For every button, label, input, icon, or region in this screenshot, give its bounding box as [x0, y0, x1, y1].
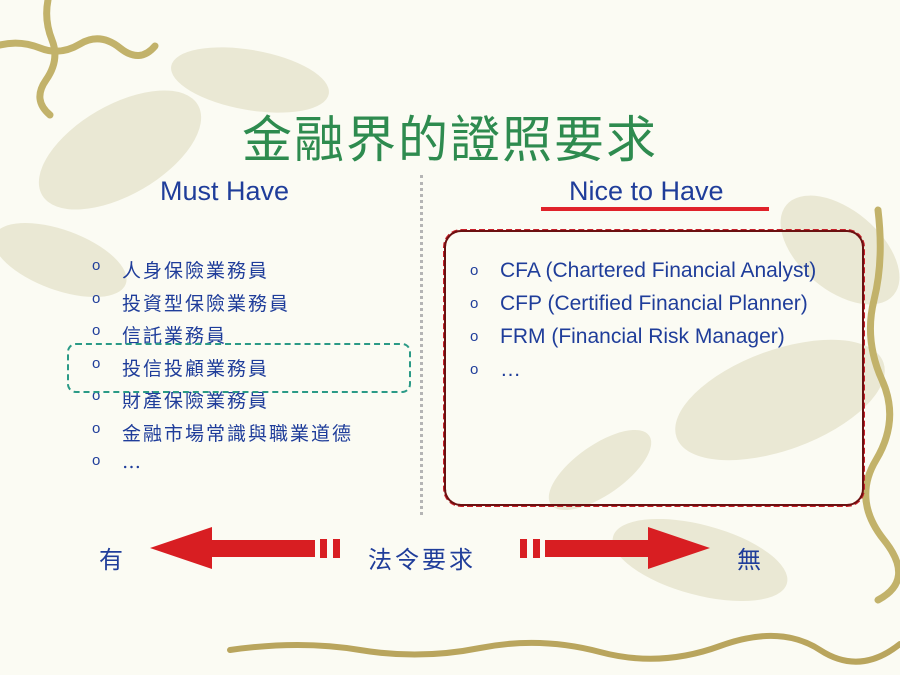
must-have-list: o 人身保險業務員 o 投資型保險業務員 o 信託業務員 o 投信投顧業務員 o 財產保險…	[92, 256, 353, 484]
list-item: o 人身保險業務員	[92, 256, 353, 289]
list-item-text: …	[500, 358, 521, 381]
bullet-icon: o	[92, 322, 103, 339]
list-item: o…	[470, 358, 816, 391]
bullet-icon: o	[470, 328, 479, 345]
bullet-icon: o	[470, 361, 479, 378]
list-item-text: FRM (Financial Risk Manager)	[500, 325, 785, 348]
column-divider	[420, 175, 423, 515]
highlight-box	[67, 343, 411, 393]
list-item: o FRM (Financial Risk Manager)	[470, 325, 816, 358]
bullet-icon: o	[92, 387, 103, 404]
list-item: o…	[92, 451, 353, 484]
list-item-text: 人身保險業務員	[122, 260, 270, 282]
list-item-text: 金融市場常識與職業道德	[122, 422, 354, 445]
list-item: o CFP (Certified Financial Planner)	[470, 292, 816, 325]
list-item-text: …	[122, 451, 143, 473]
list-item: o CFA (Chartered Financial Analyst)	[470, 259, 816, 292]
bullet-icon: o	[92, 289, 103, 307]
list-item-text: CFA (Chartered Financial Analyst)	[500, 259, 817, 282]
nice-to-have-box	[443, 229, 865, 507]
list-item-text: 投資型保險業務員	[122, 292, 291, 315]
arrow-label-have: 有	[99, 546, 123, 574]
list-item: o 信託業務員	[92, 321, 353, 354]
list-item: o 投資型保險業務員	[92, 289, 353, 322]
bullet-icon: o	[92, 452, 103, 469]
list-item-text: 投信投顧業務員	[122, 357, 270, 380]
list-item-text: 財產保險業務員	[122, 390, 270, 412]
bullet-icon: o	[92, 419, 103, 437]
bullet-icon: o	[470, 262, 479, 279]
must-have-heading: Must Have	[160, 176, 290, 206]
nice-to-have-underline	[541, 207, 769, 211]
nice-to-have-heading: Nice to Have	[569, 176, 724, 206]
bullet-icon: o	[470, 295, 479, 312]
arrow-label-none: 無	[737, 546, 761, 574]
slide-title: 金融界的證照要求	[242, 111, 658, 169]
list-item: o 財產保險業務員	[92, 386, 353, 419]
bullet-icon: o	[92, 257, 103, 274]
arrow-label-law-requirement: 法令要求	[368, 546, 476, 574]
bullet-icon: o	[92, 354, 103, 372]
list-item: o 金融市場常識與職業道德	[92, 419, 353, 452]
list-item-text: CFP (Certified Financial Planner)	[500, 292, 808, 315]
list-item: o 投信投顧業務員	[92, 354, 353, 387]
list-item-text: 信託業務員	[122, 325, 228, 347]
